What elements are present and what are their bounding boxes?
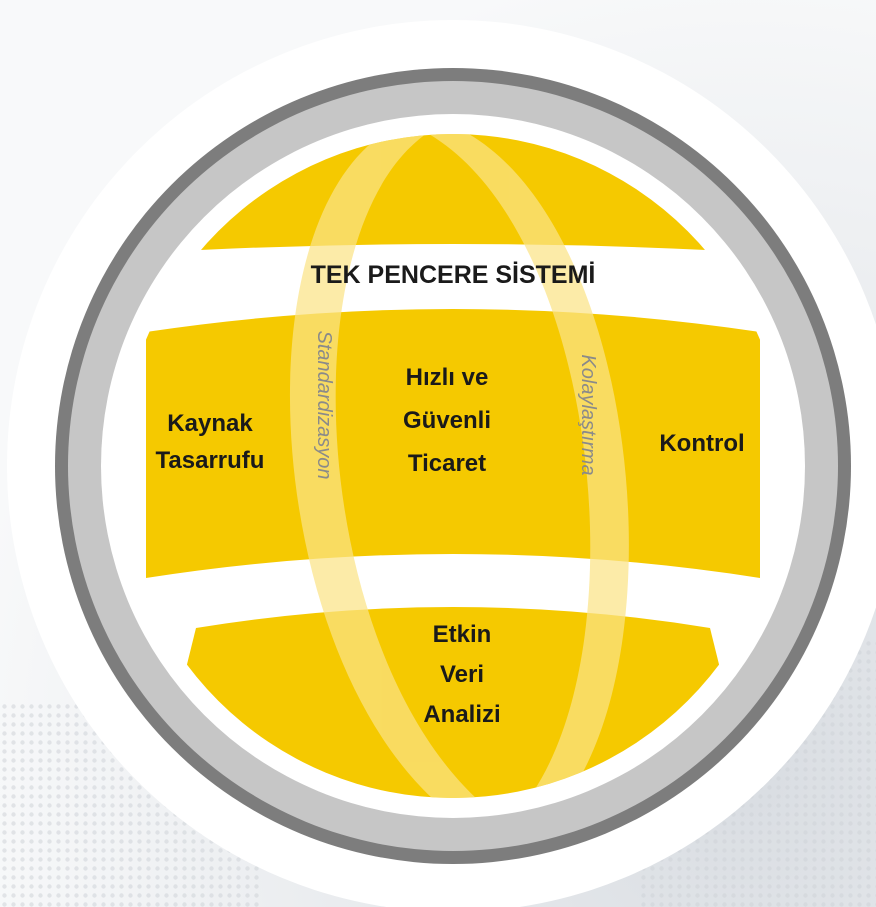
segment-center-line: Güvenli — [403, 407, 491, 434]
meridian-band-left — [289, 134, 492, 798]
segment-center: Hızlı ve Güvenli Ticaret — [403, 364, 491, 477]
segment-center-line: Ticaret — [408, 450, 486, 477]
segment-left: Kaynak Tasarrufu — [156, 410, 265, 474]
segment-bottom-line: Veri — [440, 661, 484, 688]
segment-center-line: Hızlı ve — [406, 364, 489, 391]
meridian-label-left: Standardizasyon — [313, 331, 335, 480]
segment-right-line: Kontrol — [659, 430, 744, 457]
segment-right: Kontrol — [659, 430, 744, 457]
segment-left-line: Tasarrufu — [156, 447, 265, 474]
meridian-label-right: Kolaylaştırma — [577, 354, 599, 475]
segment-bottom: Etkin Veri Analizi — [423, 621, 500, 728]
meridian-bands — [289, 134, 629, 798]
meridian-band-right — [398, 134, 629, 798]
diagram-title: TEK PENCERE SİSTEMİ — [311, 261, 596, 289]
segment-left-line: Kaynak — [167, 410, 253, 437]
segment-bottom-line: Analizi — [423, 701, 500, 728]
segment-bottom-line: Etkin — [433, 621, 492, 648]
